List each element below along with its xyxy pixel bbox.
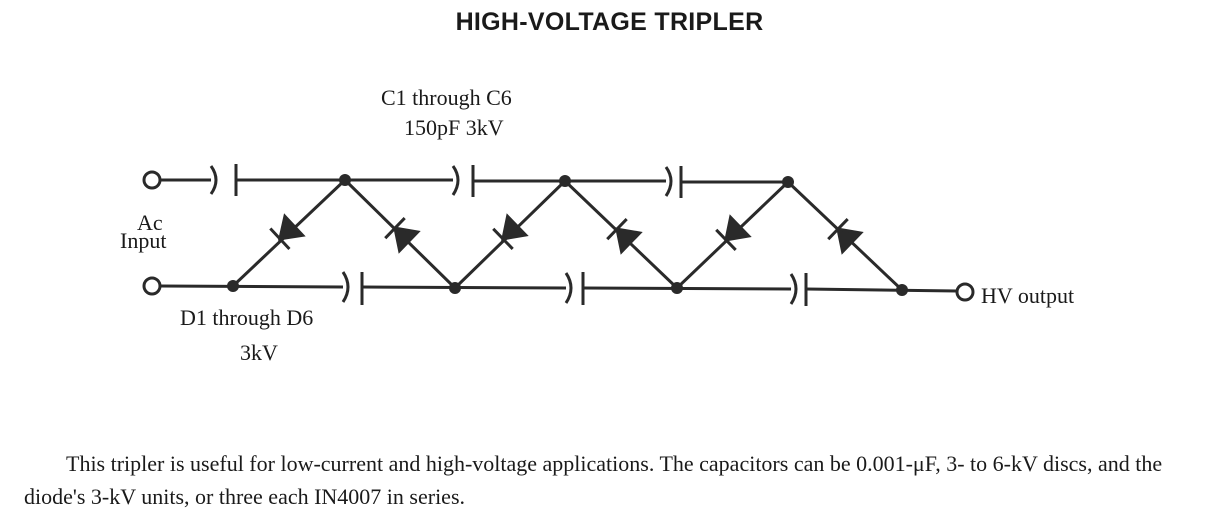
tripler-schematic <box>142 164 975 306</box>
ac-input-label-2: Input <box>120 228 167 253</box>
capacitor-c3 <box>451 165 475 197</box>
diodes-label: D1 through D6 <box>180 305 314 330</box>
diagram-title: HIGH-VOLTAGE TRIPLER <box>455 8 764 36</box>
ac-input-terminal-top <box>142 170 162 190</box>
ac-input-label-1: Ac <box>137 210 163 235</box>
diode-d4 <box>606 218 643 255</box>
diode-d6 <box>827 218 864 255</box>
capacitor-c5 <box>664 166 683 198</box>
capacitors-label: C1 through C6 <box>381 85 512 110</box>
caption-text: This tripler is useful for low-current a… <box>24 451 1163 509</box>
capacitor-c2 <box>341 271 364 305</box>
hv-output-label: HV output <box>981 283 1075 308</box>
bottom-rail-wires <box>159 284 958 293</box>
capacitor-c4 <box>564 272 585 305</box>
capacitor-c1 <box>209 164 238 196</box>
diode-d3 <box>492 213 529 250</box>
diode-d5 <box>715 214 752 251</box>
diode-d2 <box>384 217 421 254</box>
ac-input-terminal-bottom <box>142 276 162 296</box>
capacitor-rating-label: 150pF 3kV <box>404 115 504 140</box>
junction-dots <box>227 174 908 296</box>
diode-d1 <box>269 213 306 251</box>
capacitor-c6 <box>789 273 808 306</box>
diode-rating-label: 3kV <box>240 340 278 365</box>
hv-output-terminal <box>955 282 975 302</box>
